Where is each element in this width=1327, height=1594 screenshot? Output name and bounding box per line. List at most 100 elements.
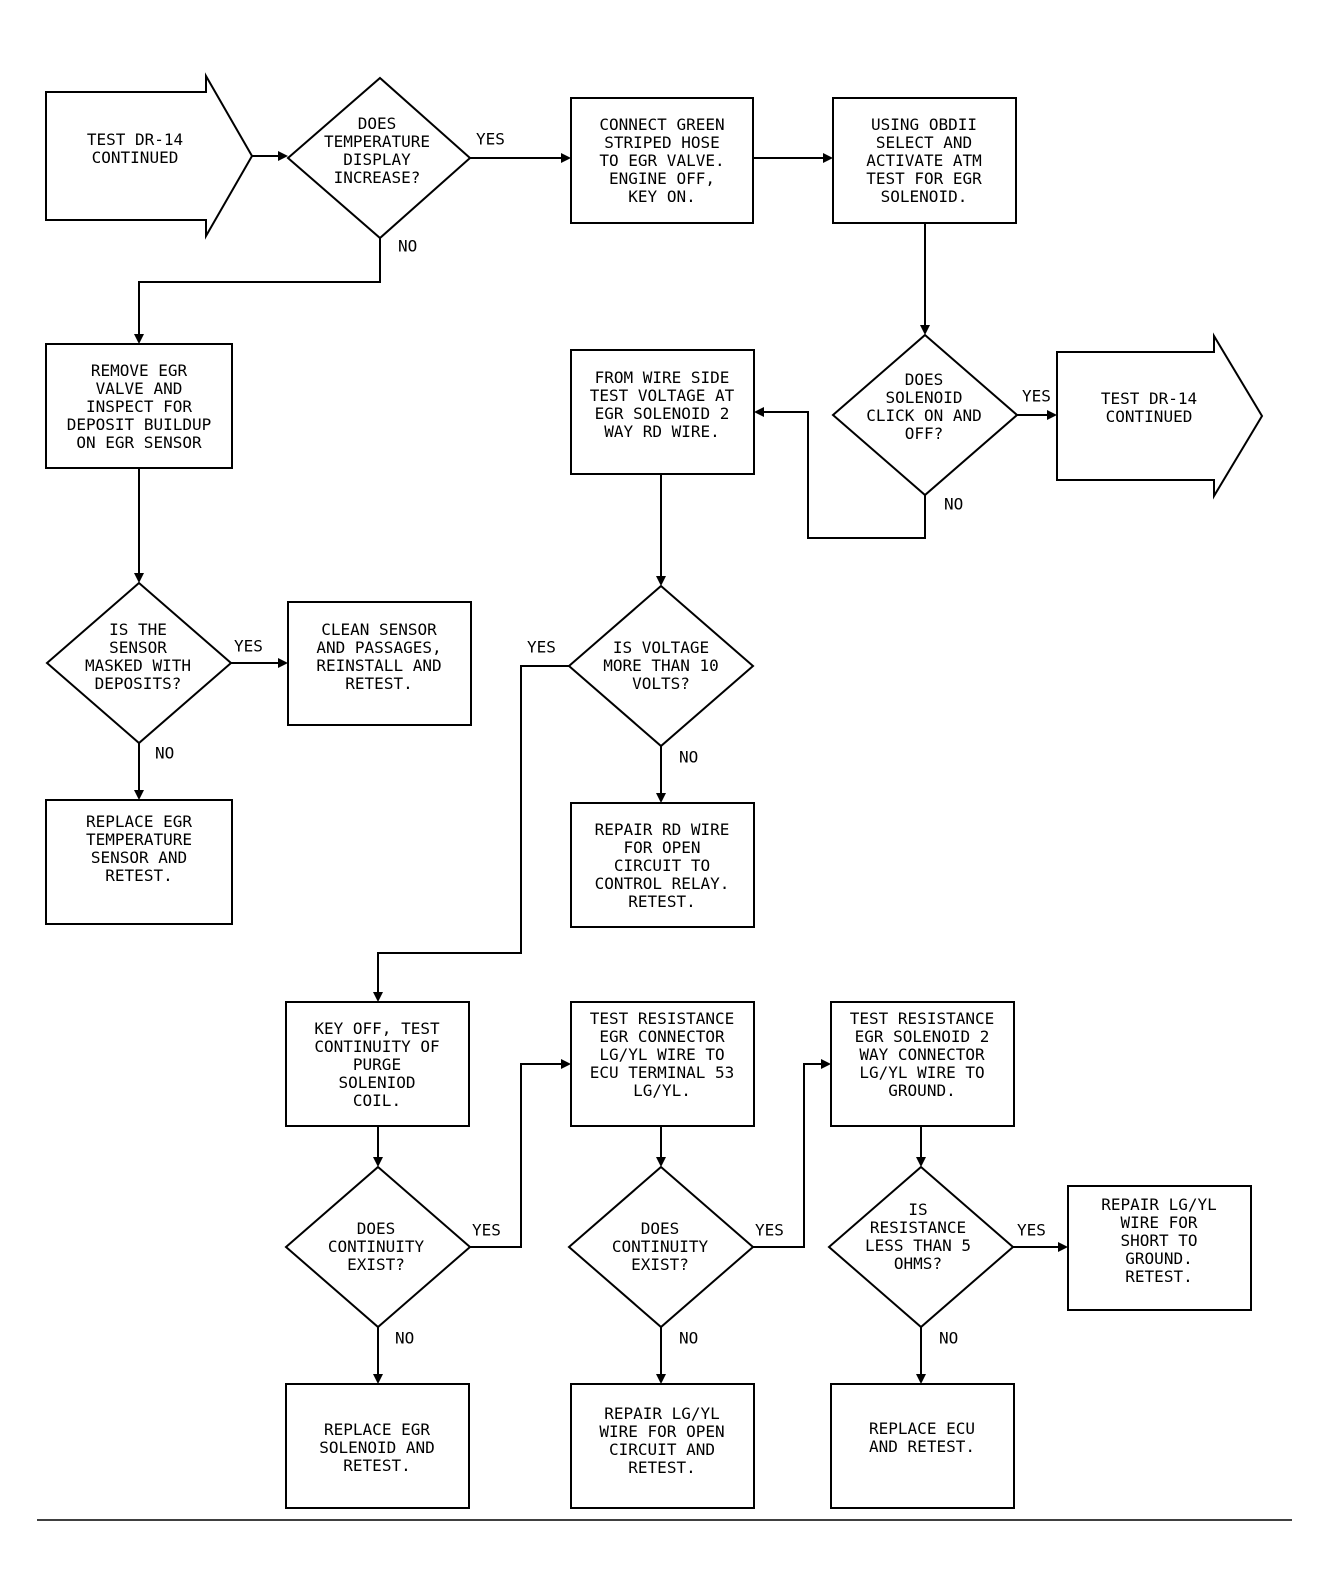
node-text-line: WAY RD WIRE. bbox=[604, 422, 720, 441]
test-voltage-box bbox=[570, 349, 755, 475]
replace-sensor-box bbox=[45, 799, 233, 925]
test-res-ecu-box bbox=[570, 1001, 755, 1127]
no-label: NO bbox=[398, 237, 417, 256]
node-text-line: TEMPERATURE bbox=[86, 830, 192, 849]
node-text-line: DOES bbox=[641, 1219, 680, 1238]
node-text-line: GROUND. bbox=[1125, 1249, 1192, 1268]
node-text-line: DEPOSITS? bbox=[95, 674, 182, 693]
node-text-line: TEMPERATURE bbox=[324, 132, 430, 151]
node-text-line: SOLENIOD bbox=[338, 1073, 415, 1092]
node-text-line: TEST DR-14 bbox=[1101, 389, 1197, 408]
repair-open-box bbox=[570, 1383, 755, 1509]
node-text-line: CONNECT GREEN bbox=[599, 115, 724, 134]
node-text-line: EGR SOLENOID 2 bbox=[855, 1027, 990, 1046]
node-text-line: FROM WIRE SIDE bbox=[595, 368, 730, 387]
node-text-line: COIL. bbox=[353, 1091, 401, 1110]
node-text-line: RETEST. bbox=[1125, 1267, 1192, 1286]
node-text-line: CONTINUED bbox=[1106, 407, 1193, 426]
connector-lines bbox=[138, 155, 1060, 1376]
node-text-line: DOES bbox=[905, 370, 944, 389]
node-text-line: REPAIR RD WIRE bbox=[595, 820, 730, 839]
node-text-line: TEST DR-14 bbox=[87, 130, 183, 149]
replace-solenoid-box bbox=[285, 1383, 470, 1509]
repair-short-box bbox=[1067, 1185, 1252, 1311]
node-text-line: REPLACE ECU bbox=[869, 1419, 975, 1438]
node-text-line: CONTINUITY bbox=[328, 1237, 425, 1256]
node-text-line: TEST RESISTANCE bbox=[850, 1009, 995, 1028]
yes-label: YES bbox=[476, 130, 505, 149]
node-text-line: ACTIVATE ATM bbox=[866, 151, 982, 170]
node-text-line: EXIST? bbox=[347, 1255, 405, 1274]
node-text-line: RETEST. bbox=[345, 674, 412, 693]
node-text-line: DOES bbox=[358, 114, 397, 133]
node-text-line: OHMS? bbox=[894, 1254, 942, 1273]
yes-label: YES bbox=[1022, 387, 1051, 406]
yes-label: YES bbox=[1017, 1221, 1046, 1240]
no-label: NO bbox=[395, 1329, 414, 1348]
node-text-line: TO EGR VALVE. bbox=[599, 151, 724, 170]
node-text-line: STRIPED HOSE bbox=[604, 133, 720, 152]
obdii-box bbox=[832, 97, 1017, 224]
node-text-line: EGR CONNECTOR bbox=[599, 1027, 725, 1046]
connect-hose-box bbox=[570, 97, 754, 224]
yes-label: YES bbox=[755, 1221, 784, 1240]
node-text-line: CIRCUIT TO bbox=[614, 856, 710, 875]
node-text-line: CONTINUITY OF bbox=[314, 1037, 439, 1056]
node-text-line: WIRE FOR bbox=[1120, 1213, 1197, 1232]
node-text-line: REPLACE EGR bbox=[324, 1420, 430, 1439]
node-text-line: IS bbox=[908, 1200, 927, 1219]
node-text-line: SELECT AND bbox=[876, 133, 972, 152]
node-text-line: CONTINUED bbox=[92, 148, 179, 167]
node-text-line: EXIST? bbox=[631, 1255, 689, 1274]
node-text-line: SOLENOID bbox=[885, 388, 962, 407]
node-text-line: ON EGR SENSOR bbox=[76, 433, 202, 452]
node-text-line: GROUND. bbox=[888, 1081, 955, 1100]
node-text-line: LG/YL WIRE TO bbox=[859, 1063, 984, 1082]
node-text-line: RETEST. bbox=[105, 866, 172, 885]
clean-sensor-box bbox=[287, 601, 472, 726]
node-text-line: FOR OPEN bbox=[623, 838, 700, 857]
node-text-line: SOLENOID AND bbox=[319, 1438, 435, 1457]
start-arrow bbox=[45, 72, 254, 240]
no-label: NO bbox=[155, 744, 174, 763]
node-text-line: RESISTANCE bbox=[870, 1218, 966, 1237]
remove-egr-box bbox=[45, 343, 233, 469]
node-text-line: REMOVE EGR bbox=[91, 361, 188, 380]
key-off-box bbox=[285, 1001, 470, 1127]
node-text-line: SENSOR AND bbox=[91, 848, 187, 867]
node-text-line: OFF? bbox=[905, 424, 944, 443]
node-text-line: RETEST. bbox=[343, 1456, 410, 1475]
node-text-line: IS THE bbox=[109, 620, 167, 639]
node-text-line: LESS THAN 5 bbox=[865, 1236, 971, 1255]
yes-label: YES bbox=[527, 638, 556, 657]
no-label: NO bbox=[679, 1329, 698, 1348]
node-text-line: MASKED WITH bbox=[85, 656, 191, 675]
test-res-gnd-box bbox=[830, 1001, 1015, 1127]
replace-ecu-box bbox=[830, 1383, 1015, 1509]
node-text-line: TEST RESISTANCE bbox=[590, 1009, 735, 1028]
yes-label: YES bbox=[472, 1221, 501, 1240]
node-text-line: REINSTALL AND bbox=[316, 656, 441, 675]
node-text-line: SENSOR bbox=[109, 638, 167, 657]
yes-label: YES bbox=[234, 637, 263, 656]
node-text-line: DOES bbox=[357, 1219, 396, 1238]
end-arrow-right bbox=[1056, 332, 1264, 500]
node-text-line: LG/YL. bbox=[633, 1081, 691, 1100]
node-text-line: TEST FOR EGR bbox=[866, 169, 982, 188]
node-text-line: DISPLAY bbox=[343, 150, 411, 169]
node-text-line: INCREASE? bbox=[334, 168, 421, 187]
node-text-line: KEY OFF, TEST bbox=[314, 1019, 440, 1038]
